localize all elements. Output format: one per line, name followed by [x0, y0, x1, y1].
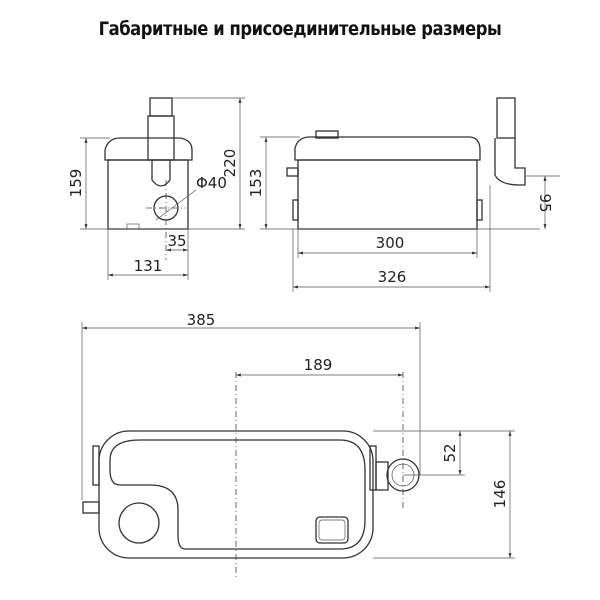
front-lid [104, 137, 193, 161]
dim-95: 95 [536, 193, 554, 212]
dim-189: 189 [304, 356, 333, 374]
top-inner-outline [109, 439, 366, 550]
top-service-hatch [315, 516, 349, 544]
top-inlet [118, 502, 160, 544]
dim-159: 159 [67, 169, 85, 198]
side-lid [294, 136, 481, 161]
front-view: 159 220 Φ40 35 131 [67, 97, 245, 280]
front-pipe [147, 115, 175, 161]
dim-385: 385 [187, 311, 216, 329]
dim-220: 220 [221, 149, 239, 178]
dim-diameter-40: Φ40 [196, 174, 227, 192]
side-body [297, 159, 478, 230]
dim-153: 153 [247, 169, 265, 198]
side-view: 153 300 326 95 [247, 97, 560, 292]
dim-146: 146 [491, 480, 509, 509]
dim-131: 131 [134, 257, 163, 275]
dim-52: 52 [441, 443, 459, 462]
dim-326: 326 [378, 268, 407, 286]
side-pipe [496, 97, 516, 139]
dim-300: 300 [376, 234, 405, 252]
dim-35: 35 [167, 232, 186, 250]
front-body [107, 159, 189, 230]
top-view: 385 189 52 146 [81, 311, 515, 580]
front-pipe-top [149, 97, 173, 117]
drawing-title: Габаритные и присоединительные размеры [98, 18, 502, 40]
